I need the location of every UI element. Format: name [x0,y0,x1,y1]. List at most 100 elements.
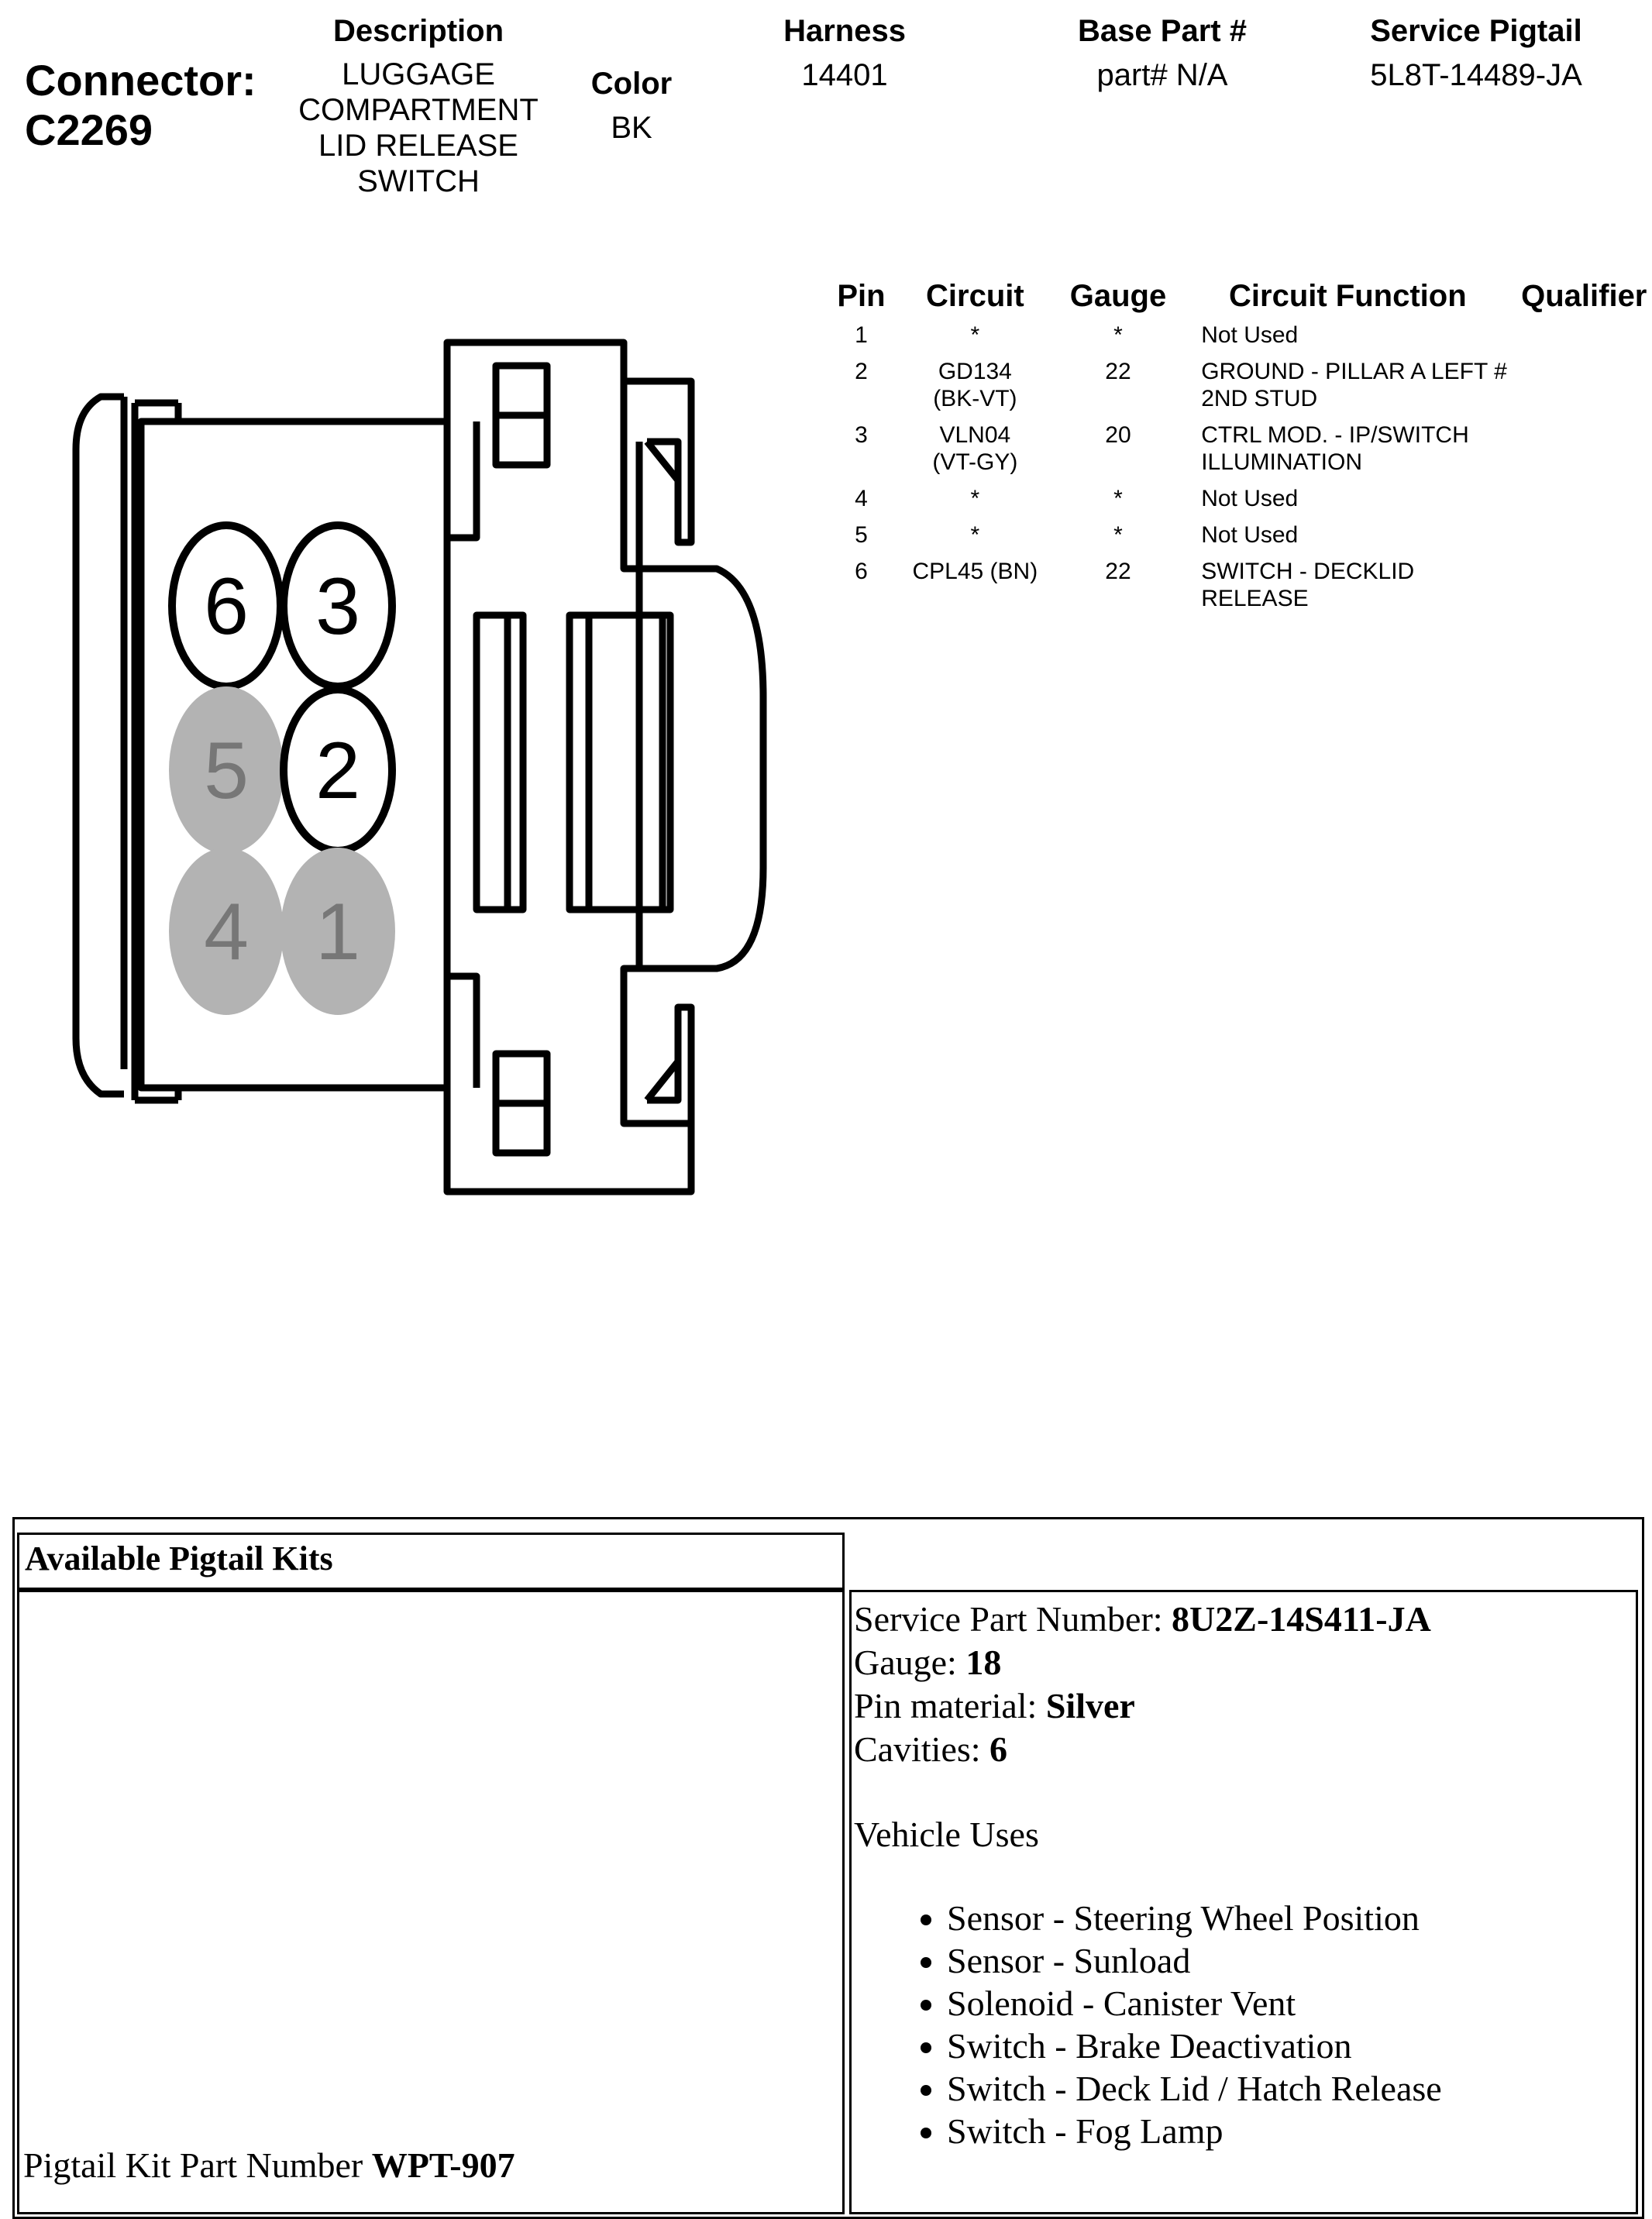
color-value: BK [611,111,652,145]
cavity-1-label: 1 [315,887,360,977]
service-part-label: Service Part Number: [854,1599,1172,1639]
list-item: Sensor - Sunload [947,1939,1442,1982]
pin-cell: 2 [855,359,868,384]
harness-block: Harness 14401 [744,14,945,93]
pin-material-label: Pin material: [854,1686,1046,1725]
table-row: 6 CPL45 (BN) 22 SWITCH - DECKLID RELEASE [829,558,1652,621]
function-cell: SWITCH - DECKLID RELEASE [1201,559,1415,611]
circuit-cell: GD134 (BK-VT) [933,359,1017,411]
cavity-4-circle [169,848,284,1015]
function-cell: Not Used [1201,486,1299,511]
pin-cell: 3 [855,422,868,448]
cavity-3: 3 [280,521,396,690]
cavity-5-label: 5 [204,726,249,816]
vehicle-uses-label: Vehicle Uses [854,1815,1039,1854]
circuit-cell: VLN04 (VT-GY) [932,422,1018,475]
service-pigtail-value: 5L8T-14489-JA [1370,58,1582,92]
circuit-cell: * [970,486,980,511]
description-value: LUGGAGE COMPARTMENT LID RELEASE SWITCH [279,57,558,199]
kit-part-value: WPT-907 [371,2145,515,2185]
cavity-2: 2 [280,686,396,855]
pin-cell: 5 [855,522,868,548]
cavities-label: Cavities: [854,1729,990,1769]
circuit-cell: CPL45 (BN) [912,559,1038,584]
color-block: Color BK [566,67,697,146]
table-row: 5 * * Not Used [829,521,1652,558]
cavity-2-label: 2 [315,726,360,816]
pigtail-kit-part-number: Pigtail Kit Part Number WPT-907 [23,2145,515,2186]
cavities-value: 6 [989,1729,1008,1769]
table-row: 2 GD134 (BK-VT) 22 GROUND - PILLAR A LEF… [829,358,1652,421]
cavity-1: 1 [280,848,395,1015]
function-cell: GROUND - PILLAR A LEFT # 2ND STUD [1201,359,1507,411]
kit-gauge-value: 18 [965,1643,1002,1682]
connector-id: C2269 [25,105,153,154]
pigtail-kit-heading: Available Pigtail Kits [25,1540,333,1577]
description-line: COMPARTMENT [298,93,539,127]
description-line: LID RELEASE [318,129,518,163]
column-header-pin: Pin [837,279,886,313]
gauge-cell: 20 [1105,422,1131,448]
table-row: 4 * * Not Used [829,485,1652,521]
base-part-value: part# N/A [1096,58,1228,92]
gauge-cell: 22 [1105,559,1131,584]
pin-cell: 6 [855,559,868,584]
service-part-value: 8U2Z-14S411-JA [1172,1599,1431,1639]
table-row: 3 VLN04 (VT-GY) 20 CTRL MOD. - IP/SWITCH… [829,421,1652,485]
connector-face-diagram: 6 3 5 2 4 1 [72,339,767,1196]
circuit-cell: * [970,322,980,348]
circuit-cell: * [970,522,980,548]
connector-title: Connector: C2269 [25,56,256,155]
pigtail-kit-image-box [17,1590,845,2214]
list-item: Switch - Deck Lid / Hatch Release [947,2067,1442,2110]
harness-value: 14401 [801,58,888,92]
column-header-qualifier: Qualifier [1521,279,1647,313]
description-line: SWITCH [357,164,480,198]
gauge-cell: * [1113,322,1123,348]
cavity-6: 6 [168,521,284,690]
column-header-circuit: Circuit [926,279,1024,313]
service-pigtail-block: Service Pigtail 5L8T-14489-JA [1333,14,1619,93]
pigtail-kit-heading-box [17,1533,845,1590]
base-part-block: Base Part # part# N/A [1038,14,1286,93]
list-item: Solenoid - Canister Vent [947,1982,1442,2025]
description-label: Description [332,14,504,48]
cavity-1-circle [280,848,395,1015]
pin-cell: 1 [855,322,868,348]
pin-material-value: Silver [1045,1686,1135,1725]
pigtail-kit-info: Service Part Number: 8U2Z-14S411-JA Gaug… [854,1598,1442,2152]
cavity-4: 4 [169,848,284,1015]
kit-gauge-label: Gauge: [854,1643,966,1682]
list-item: Switch - Fog Lamp [947,2110,1442,2152]
color-label: Color [590,67,673,101]
cavity-4-label: 4 [204,887,249,977]
function-cell: CTRL MOD. - IP/SWITCH ILLUMINATION [1201,422,1469,475]
gauge-cell: * [1113,486,1123,511]
qualifier-cell [1516,322,1652,358]
pin-table: Pin Circuit Gauge Circuit Function Quali… [829,279,1652,621]
cavity-5: 5 [169,686,284,854]
cavity-5-circle [169,686,284,854]
gauge-line: Gauge: 18 [854,1641,1442,1684]
base-part-label: Base Part # [1078,14,1247,48]
pin-cell: 4 [855,486,868,511]
gauge-cell: * [1113,522,1123,548]
list-item: Sensor - Steering Wheel Position [947,1897,1442,1939]
service-pigtail-label: Service Pigtail [1370,14,1582,48]
qualifier-cell [1516,358,1652,421]
qualifier-cell [1516,521,1652,558]
kit-part-label: Pigtail Kit Part Number [23,2145,372,2185]
connector-label: Connector: [25,56,256,105]
list-item: Switch - Brake Deactivation [947,2025,1442,2067]
table-row: 1 * * Not Used [829,322,1652,358]
cavities-line: Cavities: 6 [854,1728,1442,1771]
vehicle-uses-list: Sensor - Steering Wheel Position Sensor … [854,1897,1442,2152]
function-cell: Not Used [1201,522,1299,548]
gauge-cell: 22 [1105,359,1131,384]
harness-label: Harness [783,14,906,48]
connector-housing [72,339,767,1196]
cavity-grid: 6 3 5 2 4 1 [168,521,396,1015]
cavity-6-label: 6 [204,562,249,652]
column-header-function: Circuit Function [1229,279,1467,313]
description-block: Description LUGGAGE COMPARTMENT LID RELE… [279,14,558,199]
